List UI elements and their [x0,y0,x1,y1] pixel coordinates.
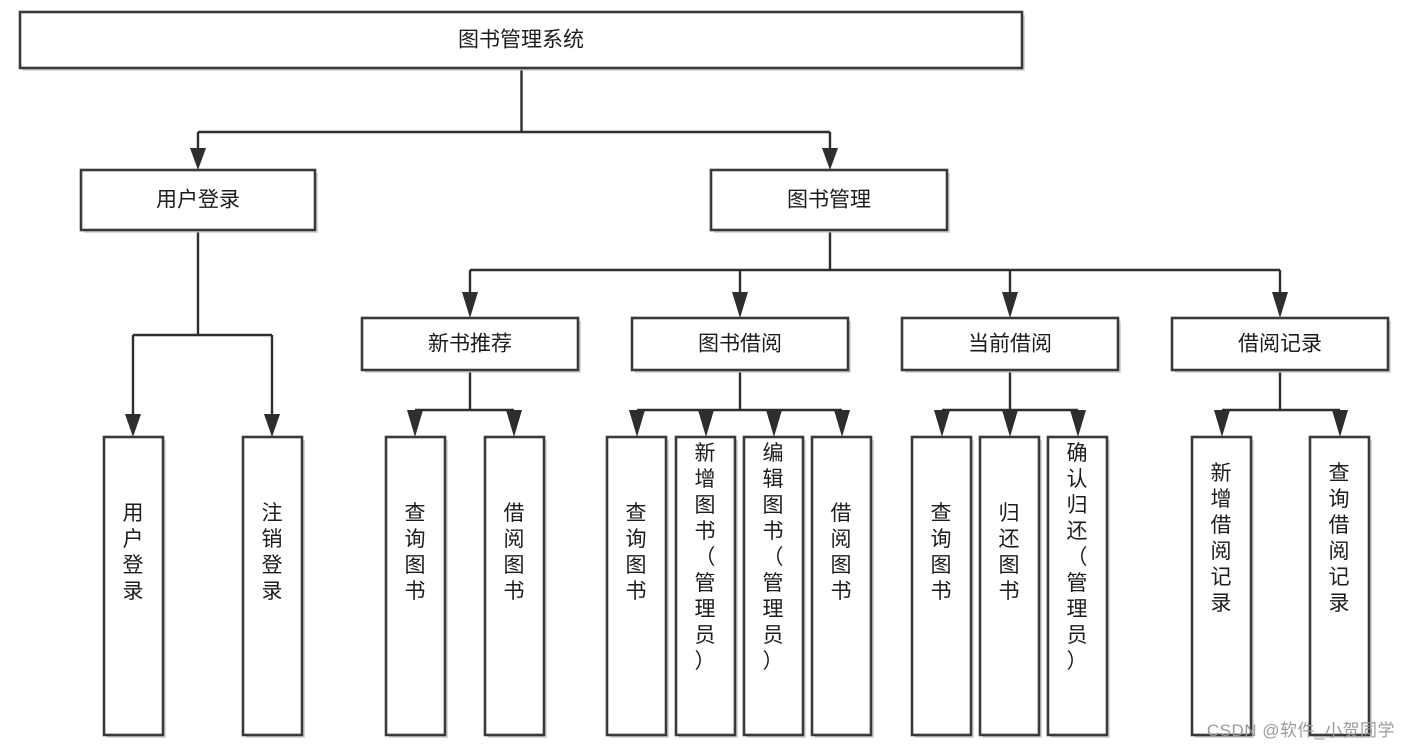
leaf-node-return-book[interactable]: 归还图书 [978,435,1042,738]
node-new-book-recommend[interactable]: 新书推荐 [360,316,581,373]
leaf-node-borrow-book[interactable]: 借阅图书 [810,435,874,738]
leaf-node-query-book-recommend-box [384,435,447,737]
node-book-borrow-box [630,316,850,372]
leaf-node-add-borrow-record[interactable]: 新增借阅记录 [1190,435,1254,738]
connector-root-to-level2 [196,70,832,152]
leaf-node-logout-box [241,435,304,737]
leaf-node-return-book-label: 归还图书 [999,502,1020,603]
leaf-node-logout-label: 注销登录 [262,502,283,603]
arrow-to-borrow-records [1272,292,1288,318]
leaf-node-borrow-book-recommend-box [483,435,546,737]
leaf-node-add-borrow-record-label: 新增借阅记录 [1211,462,1232,615]
leaf-node-query-borrow-record-label: 查询借阅记录 [1329,462,1350,615]
leaf-node-query-book-current-label: 查询图书 [931,502,952,603]
leaf-node-user-login-label: 用户登录 [123,502,144,603]
node-book-borrow[interactable]: 图书借阅 [630,316,851,373]
leaf-node-user-login[interactable]: 用户登录 [102,435,166,738]
arrow-to-book-management [822,148,838,170]
node-book-management-label: 图书管理 [787,189,871,212]
node-book-management[interactable]: 图书管理 [709,168,950,233]
leaf-node-return-book-box [978,435,1041,737]
arrow-to-leaf-add-book [698,410,714,437]
leaf-node-user-login-box [102,435,165,737]
arrow-to-current-borrow [1002,292,1018,318]
connector-layer [125,70,1348,437]
node-borrow-records[interactable]: 借阅记录 [1170,316,1391,373]
arrow-to-leaf-edit-book [766,410,782,437]
connector-borrow-to-leaves [635,372,844,418]
leaf-node-add-book-label: 新增图书（管理员） [695,442,716,673]
leaf-node-borrow-book-label: 借阅图书 [831,502,852,603]
leaf-node-query-borrow-record[interactable]: 查询借阅记录 [1308,435,1372,738]
arrow-to-leaf-query-book-2 [629,410,645,437]
arrow-to-leaf-add-record [1214,410,1230,437]
leaf-node-query-book-current[interactable]: 查询图书 [910,435,974,738]
node-user-login-box [79,168,317,232]
node-current-borrow[interactable]: 当前借阅 [900,316,1121,373]
leaf-node-query-book-recommend[interactable]: 查询图书 [384,435,448,738]
arrow-to-leaf-borrow-book-1 [506,410,522,437]
leaf-node-edit-book-label: 编辑图书（管理员） [763,442,784,673]
arrow-to-leaf-confirm-return [1070,410,1086,437]
leaf-node-query-book-borrow-label: 查询图书 [626,502,647,603]
node-current-borrow-label: 当前借阅 [968,333,1052,356]
arrow-to-leaf-user-login [125,414,141,437]
leaf-node-confirm-return-label: 确认归还（管理员） [1067,442,1088,673]
leaf-node-confirm-return[interactable]: 确认归还（管理员） [1046,435,1110,738]
arrow-to-user-login [190,148,206,170]
leaf-node-query-book-recommend-label: 查询图书 [405,502,426,603]
leaf-nodes-layer: 用户登录 注销登录 查询图书 借阅图书 查询图书 新增图书（管理员） [102,435,1372,738]
arrow-to-leaf-logout [264,414,280,437]
leaf-node-borrow-book-recommend[interactable]: 借阅图书 [483,435,547,738]
leaf-node-add-book[interactable]: 新增图书（管理员） [674,435,738,738]
arrow-to-leaf-query-record [1332,410,1348,437]
node-new-book-recommend-box [360,316,580,372]
leaf-node-add-borrow-record-box [1190,435,1253,737]
arrow-to-leaf-query-book-3 [934,410,950,437]
connector-bookmgmt-to-level3 [468,232,1282,296]
node-book-borrow-label: 图书借阅 [698,333,782,356]
arrow-to-book-borrow [732,292,748,318]
leaf-node-edit-book[interactable]: 编辑图书（管理员） [742,435,806,738]
leaf-node-confirm-return-box [1046,435,1109,737]
arrow-to-leaf-query-book-1 [407,410,423,437]
node-root[interactable]: 图书管理系统 [18,10,1025,71]
node-book-management-box [709,168,949,232]
leaf-node-edit-book-box [742,435,805,737]
connector-newbook-to-leaves [413,372,516,418]
leaf-node-borrow-book-recommend-label: 借阅图书 [504,502,525,603]
connector-records-to-leaves [1220,372,1342,418]
arrow-to-leaf-return-book [1002,410,1018,437]
node-current-borrow-box [900,316,1120,372]
leaf-node-query-book-borrow[interactable]: 查询图书 [605,435,669,738]
node-borrow-records-label: 借阅记录 [1238,333,1322,356]
node-new-book-recommend-label: 新书推荐 [428,333,512,356]
node-root-box [18,10,1024,70]
leaf-node-add-book-box [674,435,737,737]
node-user-login[interactable]: 用户登录 [79,168,318,233]
leaf-node-query-book-current-box [910,435,973,737]
node-root-label: 图书管理系统 [458,29,584,52]
node-borrow-records-box [1170,316,1390,372]
arrow-to-leaf-borrow-book-2 [834,410,850,437]
leaf-node-logout[interactable]: 注销登录 [241,435,305,738]
leaf-node-borrow-book-box [810,435,873,737]
node-user-login-label: 用户登录 [156,189,240,212]
connector-login-to-leaves [131,232,274,418]
arrow-to-new-book-recommend [462,292,478,318]
leaf-node-query-book-borrow-box [605,435,668,737]
leaf-node-query-borrow-record-box [1308,435,1371,737]
